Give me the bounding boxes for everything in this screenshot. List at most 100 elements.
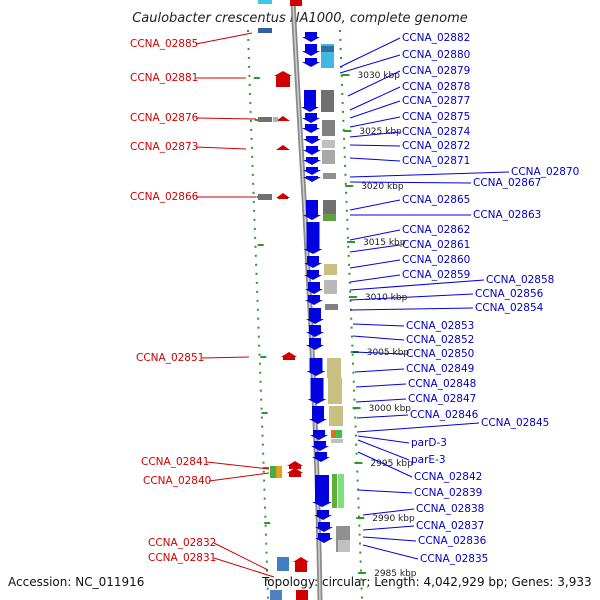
label-leader	[362, 544, 419, 560]
label-leader	[349, 181, 472, 184]
right-gene-label: CCNA_02862	[402, 224, 470, 236]
forward-gene-arrow	[274, 71, 292, 87]
label-leader	[352, 335, 405, 341]
reverse-gene-arrow	[315, 533, 333, 543]
forward-gene-arrow	[276, 116, 290, 121]
right-gene-label: parE-3	[411, 454, 446, 466]
label-leader	[339, 54, 401, 74]
right-gene-label: CCNA_02870	[511, 166, 579, 178]
reverse-gene-arrow	[301, 90, 319, 112]
gene-box-green	[338, 474, 344, 508]
reverse-gene-arrow	[306, 358, 326, 376]
reverse-gene-arrow	[315, 522, 333, 532]
guide-lines	[247, 29, 363, 600]
label-leader	[349, 259, 401, 269]
reverse-gene-arrow	[311, 441, 329, 451]
left-gene-label: CCNA_02881	[130, 72, 198, 84]
reverse-gene-arrow	[302, 124, 320, 133]
reverse-gene-arrow	[310, 430, 328, 440]
left-gene-labels: CCNA_02885CCNA_02881CCNA_02876CCNA_02873…	[130, 38, 216, 564]
reverse-gene-arrow	[306, 325, 324, 337]
tick-label: 2995 kbp	[370, 459, 413, 469]
label-leader	[195, 32, 253, 45]
gene-box	[325, 304, 338, 310]
right-gene-label: CCNA_02880	[402, 49, 470, 61]
map-title: Caulobacter crescentus NA1000, complete …	[132, 11, 468, 26]
left-gene-label: CCNA_02841	[141, 456, 209, 468]
inner-right-guide	[339, 29, 363, 600]
right-gene-label: CCNA_02875	[402, 111, 470, 123]
right-gene-label: CCNA_02877	[402, 95, 470, 107]
right-gene-label: CCNA_02847	[408, 393, 476, 405]
gene-box-green	[270, 466, 276, 478]
reverse-gene-arrow	[303, 146, 321, 155]
reverse-gene-arrow	[312, 452, 330, 462]
reverse-gene-arrow	[306, 338, 324, 350]
left-gene-label: CCNA_02885	[130, 38, 198, 50]
reverse-gene-arrow	[302, 58, 320, 67]
tick-label: 3020 kbp	[361, 182, 404, 192]
right-gene-label: CCNA_02835	[420, 553, 488, 565]
gene-box-orange	[331, 430, 336, 438]
forward-gene-arrow	[293, 557, 309, 572]
right-gene-label: CCNA_02871	[402, 155, 470, 167]
gene-box	[323, 200, 336, 214]
label-leader	[349, 244, 401, 253]
gene-box	[322, 140, 335, 148]
right-gene-label: CCNA_02848	[408, 378, 476, 390]
right-gene-label: CCNA_02849	[406, 363, 474, 375]
gene-box-red	[290, 0, 302, 6]
gene-box-blue	[321, 46, 334, 52]
label-leader	[349, 307, 474, 311]
right-gene-label: CCNA_02858	[486, 274, 554, 286]
label-leader	[362, 536, 417, 542]
accession-text: Accession: NC_011916	[8, 575, 144, 589]
gene-box	[258, 117, 272, 122]
reverse-gene-arrow	[303, 157, 321, 165]
right-gene-label: CCNA_02854	[475, 302, 544, 314]
label-leader	[357, 489, 413, 494]
left-gene-label: CCNA_02831	[148, 552, 216, 564]
gene-box	[323, 173, 336, 179]
gene-box-khaki	[327, 358, 341, 378]
label-leader	[357, 451, 413, 478]
label-leader	[347, 70, 401, 97]
reverse-gene-arrow	[312, 475, 332, 507]
gene-box	[322, 120, 335, 136]
gene-box-cyan	[258, 0, 272, 4]
label-leader	[349, 293, 474, 301]
tick-label: 3015 kbp	[363, 238, 406, 248]
right-gene-label: CCNA_02860	[402, 254, 470, 266]
forward-gene-arrow	[287, 468, 303, 477]
reverse-gene-arrow	[304, 256, 322, 268]
right-gene-label: parD-3	[411, 437, 447, 449]
label-leader	[349, 86, 401, 111]
right-gene-label: CCNA_02865	[402, 194, 470, 206]
tick-label: 2985 kbp	[374, 569, 417, 579]
label-leader	[356, 414, 409, 419]
right-gene-label: CCNA_02863	[473, 209, 541, 221]
reverse-gene-arrow	[302, 113, 320, 123]
reverse-gene-arrow	[306, 308, 324, 324]
left-gene-label: CCNA_02832	[148, 537, 216, 549]
right-gene-label: CCNA_02882	[402, 32, 470, 44]
right-gene-label: CCNA_02856	[475, 288, 544, 300]
gene-box-khaki	[324, 264, 337, 275]
label-leader	[213, 557, 275, 578]
forward-gene-arrow	[276, 145, 290, 150]
label-leader	[352, 351, 405, 355]
reverse-gene-arrow	[309, 406, 327, 424]
label-leader	[349, 131, 401, 138]
reverse-gene-arrow	[304, 270, 322, 280]
gene-box-blue	[258, 28, 272, 33]
forward-gene-arrow	[276, 193, 290, 199]
right-gene-label: CCNA_02850	[406, 348, 474, 360]
label-leader	[356, 422, 480, 433]
left-gene-label: CCNA_02851	[136, 352, 204, 364]
label-leader	[355, 398, 407, 403]
label-leader	[195, 117, 257, 120]
gene-box	[273, 117, 278, 122]
right-gene-label: CCNA_02859	[402, 269, 470, 281]
label-leader	[349, 100, 401, 119]
